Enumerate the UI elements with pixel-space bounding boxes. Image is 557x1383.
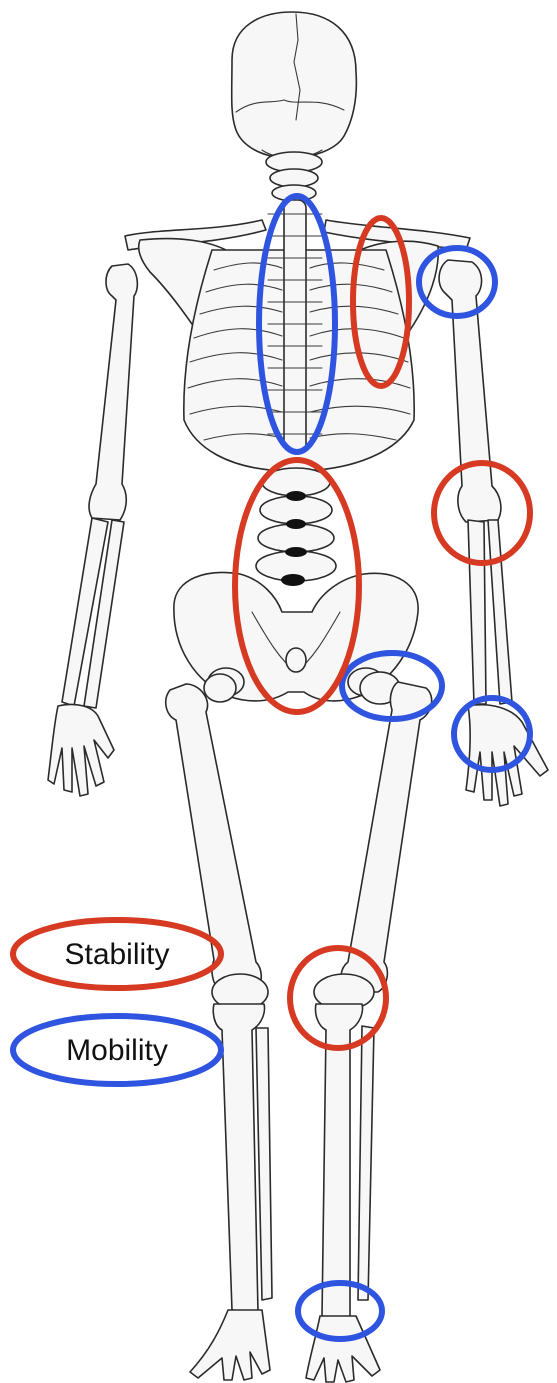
right-hand (466, 705, 548, 806)
legend-mobility-label: Mobility (66, 1034, 168, 1067)
left-hand (48, 704, 114, 796)
left-leg (166, 674, 272, 1380)
left-foot (190, 1310, 270, 1380)
legend-stability-label: Stability (64, 938, 169, 971)
left-arm (48, 264, 137, 796)
legend-stability: Stability (13, 920, 221, 988)
right-leg (306, 672, 432, 1382)
skull (232, 12, 357, 158)
legend: Stability Mobility (13, 920, 221, 1084)
legend-mobility: Mobility (13, 1016, 221, 1084)
right-foot (306, 1316, 380, 1382)
skeleton (48, 12, 548, 1382)
lumbar-vertebrae (256, 468, 336, 586)
